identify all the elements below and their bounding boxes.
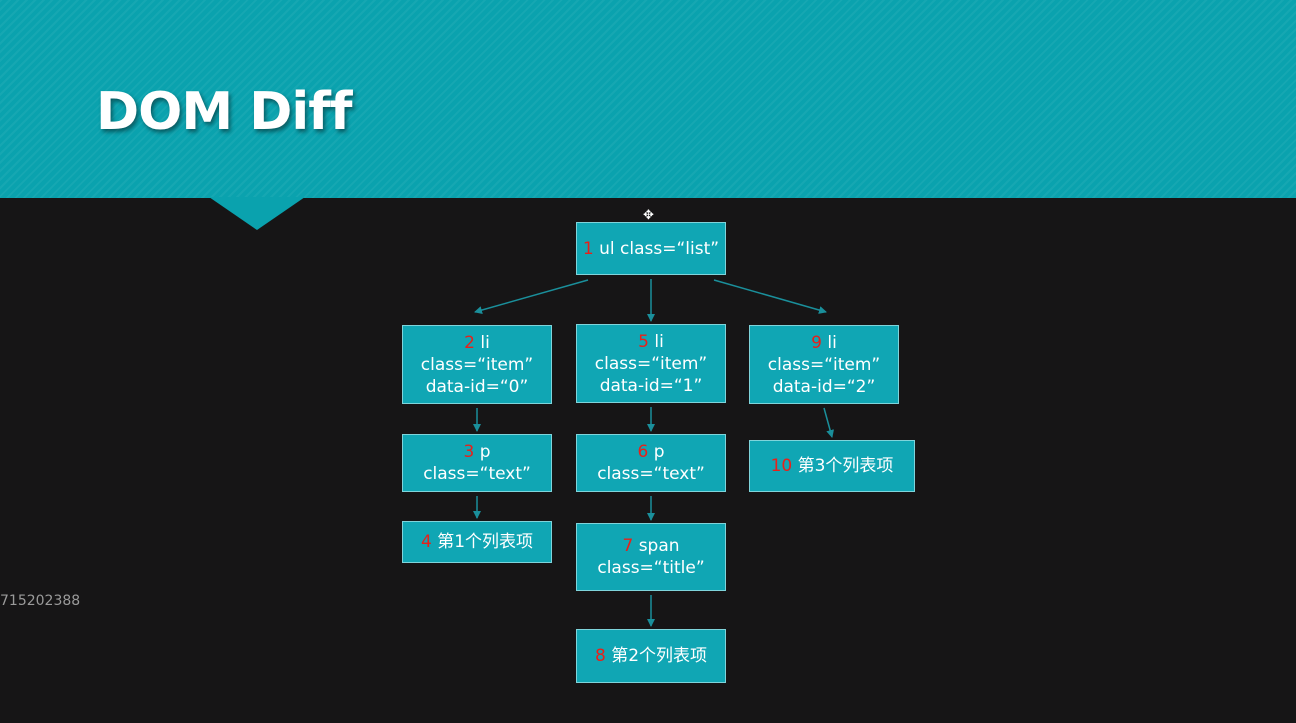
node-line: 8 第2个列表项 <box>595 645 707 667</box>
node-line: 9 li <box>811 332 837 354</box>
node-line: class=“text” <box>597 464 705 484</box>
node-line: class=“text” <box>423 464 531 484</box>
node-text-item-3: 10 第3个列表项 <box>749 440 915 492</box>
node-number: 10 <box>770 456 793 476</box>
node-text: 第3个列表项 <box>797 456 894 476</box>
node-li-item-0: 2 li class=“item” data-id=“0” <box>402 325 552 404</box>
node-text: span <box>638 536 680 556</box>
node-number: 8 <box>594 646 606 666</box>
node-line: 7 span <box>622 535 679 557</box>
node-text: p <box>479 442 491 462</box>
node-line: class=“title” <box>597 558 705 578</box>
node-text: 第1个列表项 <box>437 532 534 552</box>
edge-n1-n2 <box>474 279 589 314</box>
node-text: li <box>827 332 837 353</box>
node-text: li <box>654 331 664 352</box>
node-line: 5 li <box>638 331 664 353</box>
node-li-item-1: 5 li class=“item” data-id=“1” <box>576 324 726 403</box>
node-text: li <box>480 332 490 353</box>
node-number: 9 <box>811 332 822 353</box>
header-notch <box>209 197 305 230</box>
node-line: 3 p <box>463 441 490 463</box>
side-number-text: 715202388 <box>0 593 81 609</box>
node-line: 10 第3个列表项 <box>771 455 894 477</box>
node-text: p <box>653 442 665 462</box>
node-line: 6 p <box>637 441 664 463</box>
node-line: 2 li <box>464 332 490 354</box>
node-ul-list: 1 ul class=“list” <box>576 222 726 275</box>
header-banner <box>0 0 1296 198</box>
node-number: 1 <box>582 238 594 259</box>
node-span-title: 7 span class=“title” <box>576 523 726 591</box>
node-number: 2 <box>464 332 475 353</box>
node-number: 7 <box>622 536 634 556</box>
node-number: 3 <box>463 442 475 462</box>
node-line: 1 ul class=“list” <box>583 238 719 260</box>
node-line: 4 第1个列表项 <box>421 531 533 553</box>
node-number: 4 <box>420 532 432 552</box>
node-line: data-id=“2” <box>772 376 876 397</box>
node-line: class=“item” <box>420 354 534 375</box>
edge-n1-n9 <box>713 279 827 314</box>
node-text: ul class=“list” <box>599 238 720 259</box>
node-line: data-id=“1” <box>599 375 703 396</box>
node-number: 6 <box>637 442 649 462</box>
node-text-item-1: 4 第1个列表项 <box>402 521 552 563</box>
node-p-text-1: 6 p class=“text” <box>576 434 726 492</box>
slide-title: DOM Diff <box>96 82 352 142</box>
node-line: data-id=“0” <box>425 376 529 397</box>
node-line: class=“item” <box>594 353 708 374</box>
node-line: class=“item” <box>767 354 881 375</box>
node-text-item-2: 8 第2个列表项 <box>576 629 726 683</box>
node-text: 第2个列表项 <box>611 646 708 666</box>
cursor-icon: ✥ <box>643 208 654 223</box>
node-number: 5 <box>638 331 649 352</box>
node-p-text-0: 3 p class=“text” <box>402 434 552 492</box>
node-li-item-2: 9 li class=“item” data-id=“2” <box>749 325 899 404</box>
edge-n9-n10 <box>823 407 834 438</box>
